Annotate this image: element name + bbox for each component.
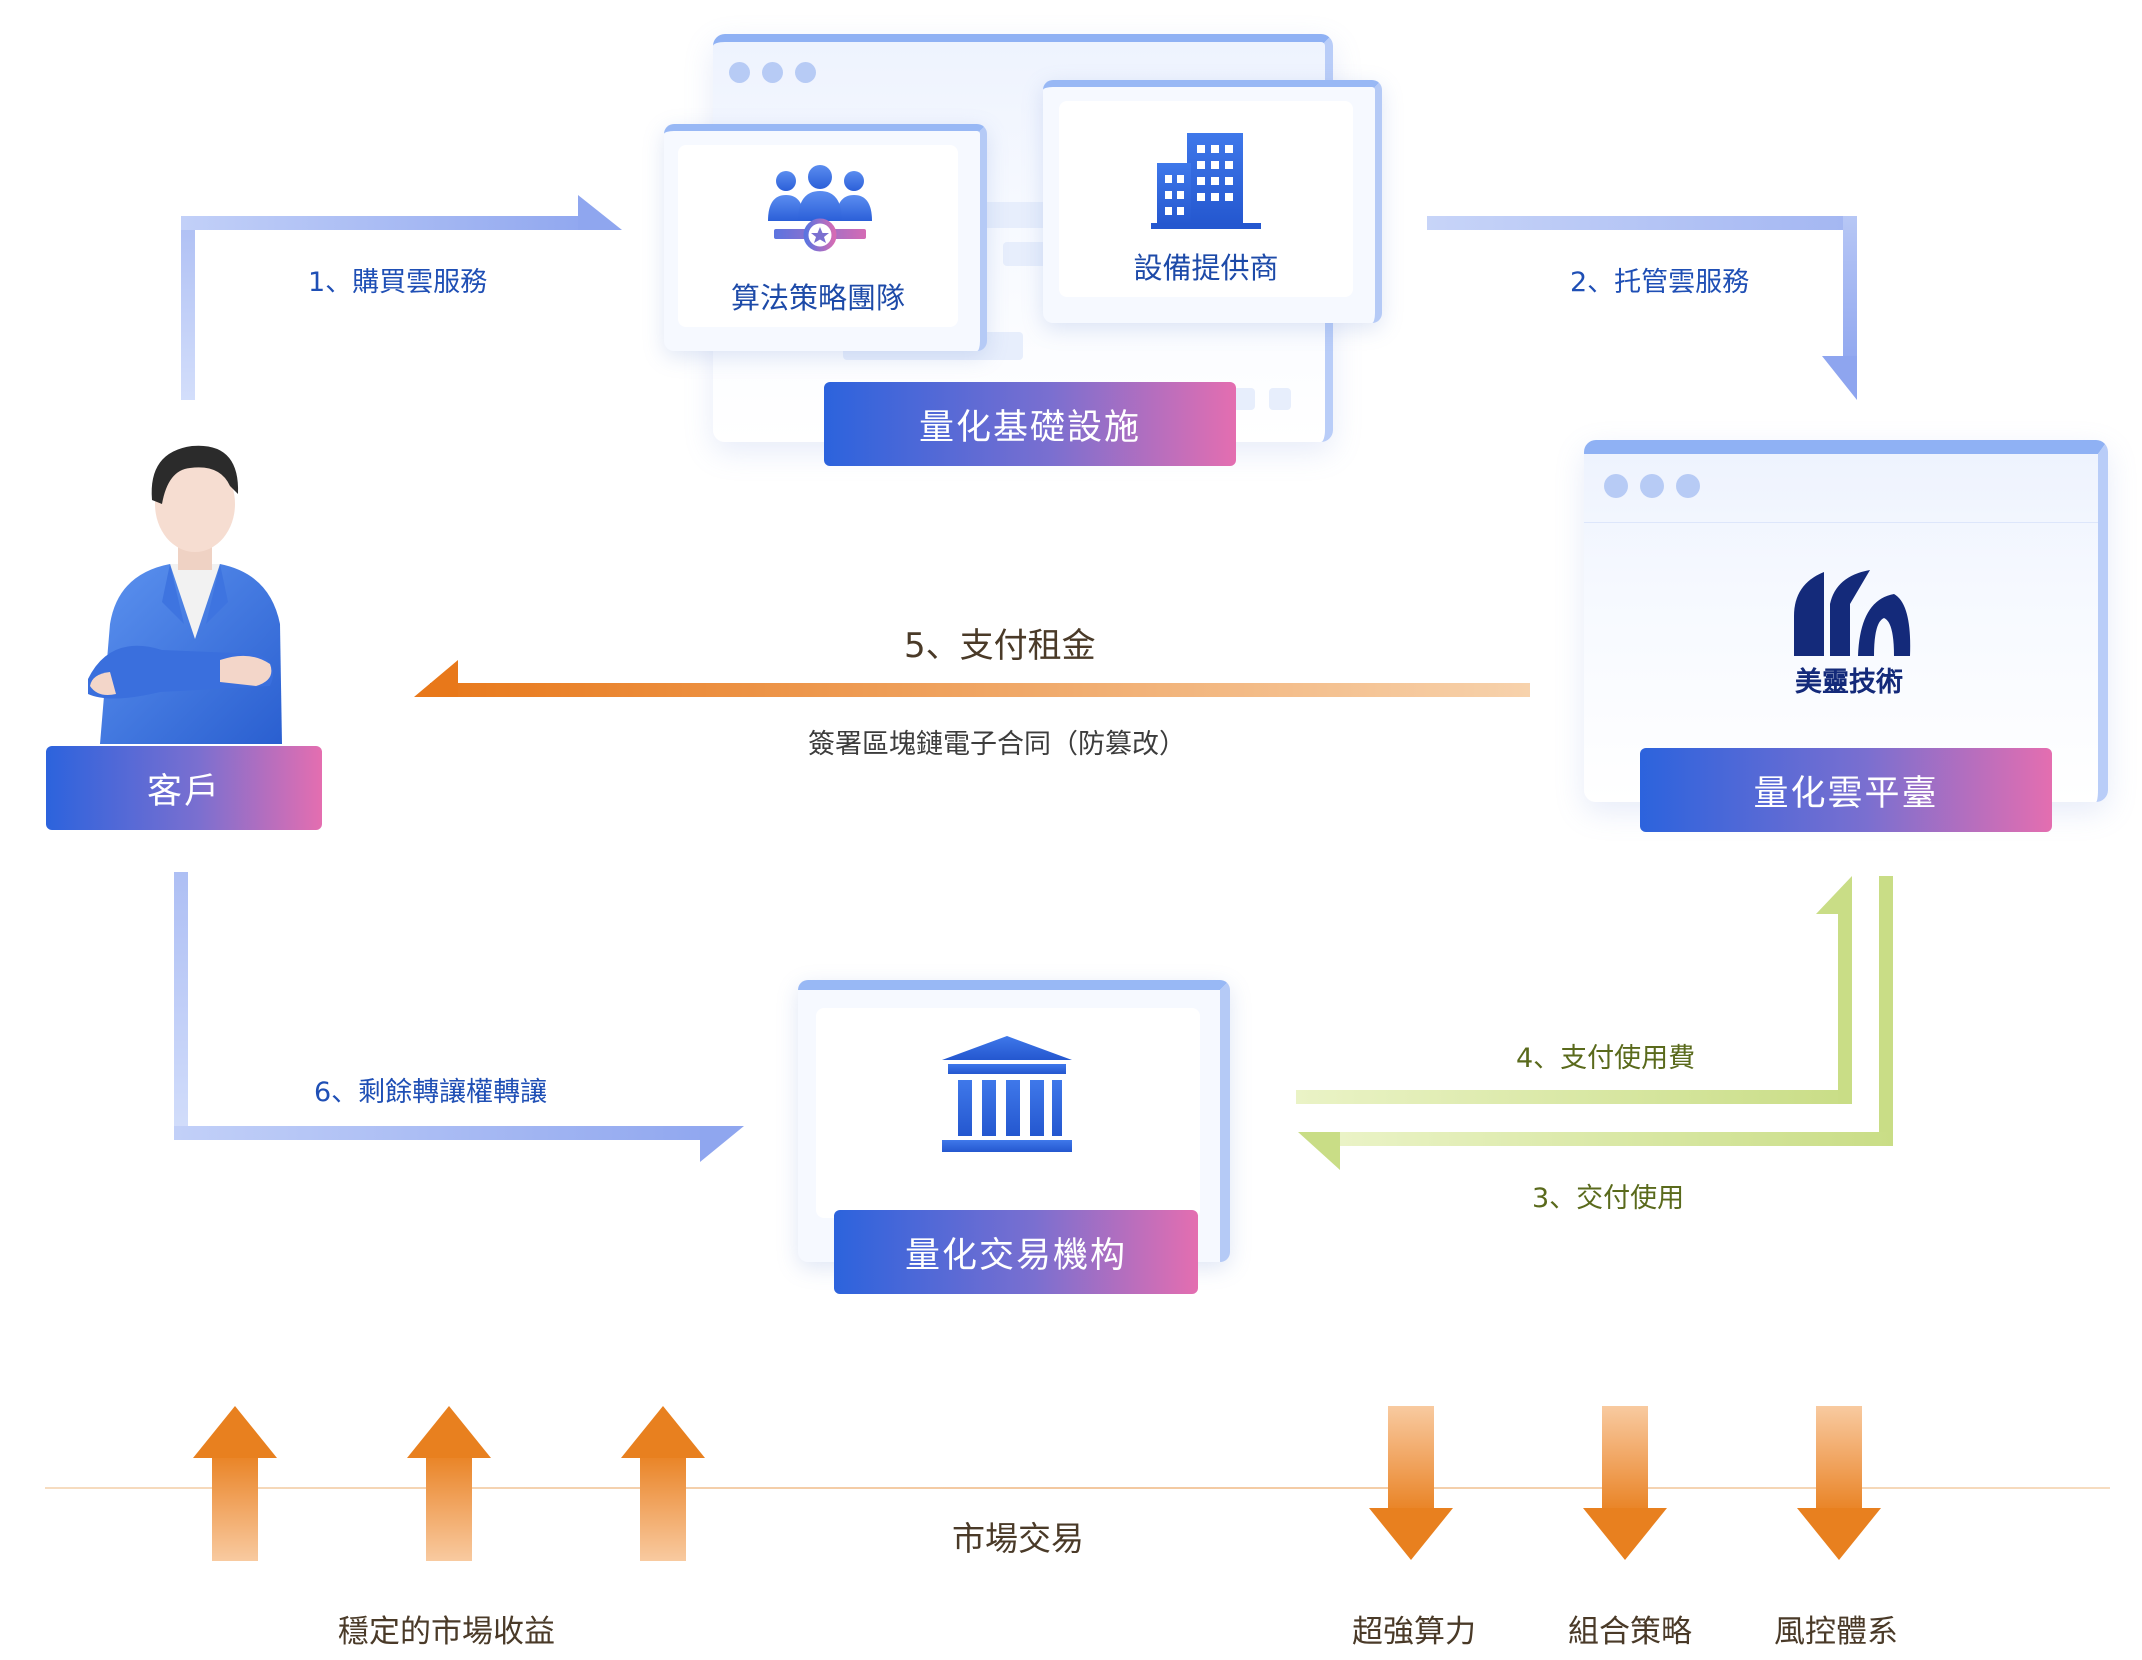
arrow-step1 (181, 195, 622, 400)
arrow-step5 (414, 660, 1530, 697)
up-arrow-1 (193, 1406, 277, 1561)
arrow-step6 (174, 872, 744, 1162)
right-item-2: 組合策略 (1568, 1614, 1692, 1650)
infrastructure-pill: 量化基礎設施 (824, 382, 1236, 466)
market-divider (45, 1487, 2110, 1489)
down-arrow-1 (1369, 1406, 1453, 1560)
step4-label: 4、支付使用費 (1516, 1043, 1696, 1074)
right-item-1: 超強算力 (1352, 1614, 1476, 1650)
placeholder-bar (983, 202, 1053, 228)
market-label: 市場交易 (952, 1519, 1084, 1558)
placeholder-bar (1269, 388, 1291, 410)
arrow-step4 (1296, 876, 1852, 1104)
algo-team-label: 算法策略團隊 (730, 281, 905, 315)
businessman-illustration (88, 445, 282, 744)
step6-label: 6、剩餘轉讓權轉讓 (314, 1077, 548, 1108)
bank-icon (942, 1036, 1072, 1152)
platform-window: 美靈技術 (1584, 440, 2108, 802)
customer-pill: 客戶 (46, 746, 322, 830)
down-arrow-3 (1797, 1406, 1881, 1560)
algo-team-card: 算法策略團隊 (664, 124, 987, 351)
building-icon (1151, 133, 1261, 229)
window-dots (729, 62, 816, 83)
equipment-card: 設備提供商 (1043, 80, 1382, 323)
meiling-logo-text: 美靈技術 (1795, 667, 1903, 698)
placeholder-bar (1233, 388, 1255, 410)
window-dots (1604, 474, 1700, 498)
equipment-label: 設備提供商 (1133, 251, 1279, 285)
up-arrow-2 (407, 1406, 491, 1561)
step3-label: 3、交付使用 (1532, 1183, 1685, 1214)
team-icon (768, 165, 872, 252)
step5-note: 簽署區塊鏈電子合同（防篡改） (808, 729, 1186, 760)
right-item-3: 風控體系 (1774, 1614, 1898, 1650)
step5-label: 5、支付租金 (904, 626, 1096, 666)
platform-pill: 量化雲平臺 (1640, 748, 2052, 832)
arrow-step2 (1427, 216, 1857, 400)
meiling-logo (1794, 570, 1911, 656)
step1-label: 1、購買雲服務 (308, 267, 488, 298)
step2-label: 2、托管雲服務 (1570, 267, 1750, 298)
down-arrow-2 (1583, 1406, 1667, 1560)
up-arrow-3 (621, 1406, 705, 1561)
left-caption: 穩定的市場收益 (338, 1614, 555, 1650)
institution-pill: 量化交易機构 (834, 1210, 1198, 1294)
arrow-step3 (1298, 876, 1893, 1170)
